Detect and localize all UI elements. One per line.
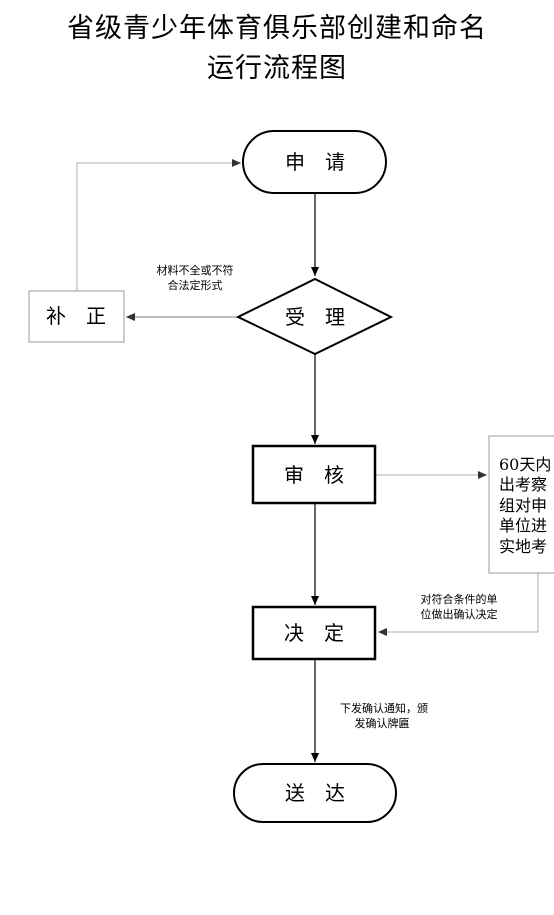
correct-node — [28, 290, 125, 343]
side-box-line: 60天内 — [499, 455, 551, 474]
apply-label: 申 请 — [285, 150, 345, 174]
side-box — [488, 435, 554, 574]
decide-node — [251, 605, 377, 661]
correct-label: 补 正 — [46, 304, 106, 328]
accept-label: 受 理 — [285, 305, 345, 329]
connector-correct-apply — [76, 159, 241, 291]
side-box-line: 实地考 — [499, 537, 547, 556]
accept-node — [235, 277, 394, 356]
page-title: 省级青少年体育俱乐部创建和命名 — [67, 13, 487, 44]
side-box-line: 单位进 — [499, 516, 547, 535]
note-incomplete-line1: 材料不全或不符 — [157, 263, 234, 277]
review-node — [251, 444, 377, 505]
decide-label: 决 定 — [284, 621, 344, 645]
connector-sidebox-decide — [378, 573, 539, 636]
deliver-node — [233, 763, 397, 823]
side-box-line: 出考察 — [499, 475, 547, 494]
apply-node — [242, 130, 387, 194]
deliver-label: 送 达 — [285, 781, 345, 805]
note-issue-line1: 下发确认通知，颁 — [340, 701, 428, 715]
note-incomplete-line2: 合法定形式 — [168, 278, 223, 292]
side-box-line: 组对申 — [499, 496, 547, 515]
page-subtitle: 运行流程图 — [207, 53, 347, 84]
note-qualified-line2: 位做出确认决定 — [421, 607, 498, 621]
note-issue-line2: 发确认牌匾 — [355, 716, 410, 730]
review-label: 审 核 — [284, 463, 344, 487]
note-qualified-line1: 对符合条件的单 — [421, 592, 498, 606]
